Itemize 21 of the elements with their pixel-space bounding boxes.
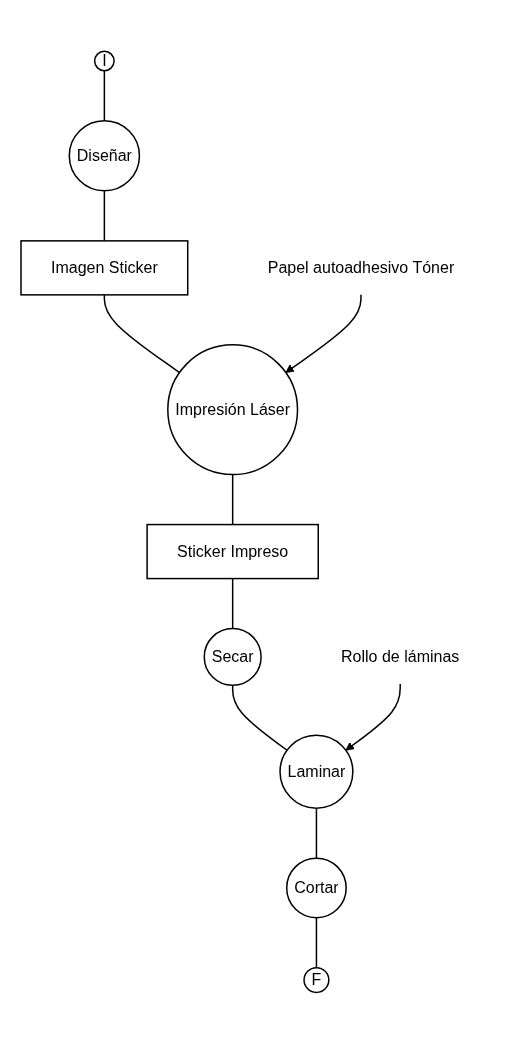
connector (316, 807, 318, 859)
arrow (345, 683, 402, 751)
node-circle: Laminar (279, 734, 354, 809)
connector (103, 189, 106, 242)
node-circle: Impresión Láser (167, 343, 299, 476)
connector (232, 473, 234, 526)
node-circle: Secar (203, 627, 263, 686)
node-text: Rollo de láminas (341, 647, 460, 665)
node-circle: I (94, 50, 116, 72)
node-circle: F (303, 966, 330, 993)
node-box: Imagen Sticker (20, 239, 189, 296)
connector (103, 293, 181, 374)
connector (232, 577, 234, 630)
node-text: Papel autoadhesivo Tóner (268, 258, 455, 276)
connector (232, 684, 289, 751)
node-circle: Cortar (286, 857, 348, 919)
connector (316, 916, 318, 969)
arrow (285, 293, 363, 373)
connector (103, 69, 106, 122)
node-circle: Diseñar (68, 119, 141, 192)
node-box: Sticker Impreso (146, 523, 320, 580)
